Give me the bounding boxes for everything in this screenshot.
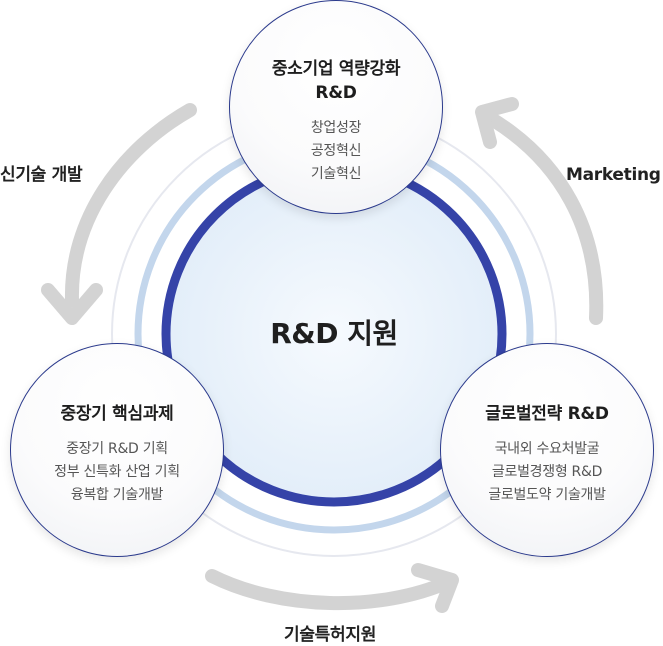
node-sme-capacity: 중소기업 역량강화 R&D 창업성장 공정혁신 기술혁신 [229, 0, 443, 214]
node-top-title-line1: 중소기업 역량강화 [271, 59, 401, 79]
node-top-item: 창업성장 [310, 120, 362, 136]
center-label: R&D 지원 [270, 317, 398, 350]
node-left-title: 중장기 핵심과제 [60, 404, 174, 424]
arrow-label-marketing: Marketing [566, 165, 661, 185]
arrow-left-head-icon [41, 283, 103, 325]
arrow-left-icon [64, 103, 197, 307]
arrow-bottom-head-icon [411, 563, 459, 613]
arrow-right-icon [483, 111, 604, 325]
node-right-items: 국내외 수요처발굴 글로벌경쟁형 R&D 글로벌도약 기술개발 [441, 438, 653, 507]
node-right-title: 글로벌전략 R&D [485, 404, 609, 424]
node-left-item: 중장기 R&D 기획 [66, 441, 168, 457]
node-top-title-line2: R&D [315, 83, 357, 103]
arrow-right-head-icon [475, 97, 519, 149]
node-left-items: 중장기 R&D 기획 정부 신특화 산업 기획 융복합 기술개발 [11, 438, 223, 507]
arrow-bottom-icon [205, 569, 455, 610]
node-top-items: 창업성장 공정혁신 기술혁신 [230, 117, 442, 186]
node-right-item: 글로벌도약 기술개발 [488, 487, 606, 503]
node-right-item: 국내외 수요처발굴 [494, 441, 600, 457]
node-long-term-core: 중장기 핵심과제 중장기 R&D 기획 정부 신특화 산업 기획 융복합 기술개… [10, 343, 224, 557]
node-left-item: 융복합 기술개발 [70, 487, 164, 503]
node-global-strategy: 글로벌전략 R&D 국내외 수요처발굴 글로벌경쟁형 R&D 글로벌도약 기술개… [440, 343, 654, 557]
node-top-item: 기술혁신 [310, 166, 362, 182]
node-top-item: 공정혁신 [310, 143, 362, 159]
center-fill [168, 168, 500, 500]
node-right-item: 글로벌경쟁형 R&D [491, 464, 603, 480]
node-left-item: 정부 신특화 산업 기획 [54, 464, 180, 480]
arrow-label-patent: 기술특허지원 [284, 625, 377, 645]
arrow-label-new-tech: 신기술 개발 [0, 165, 83, 185]
